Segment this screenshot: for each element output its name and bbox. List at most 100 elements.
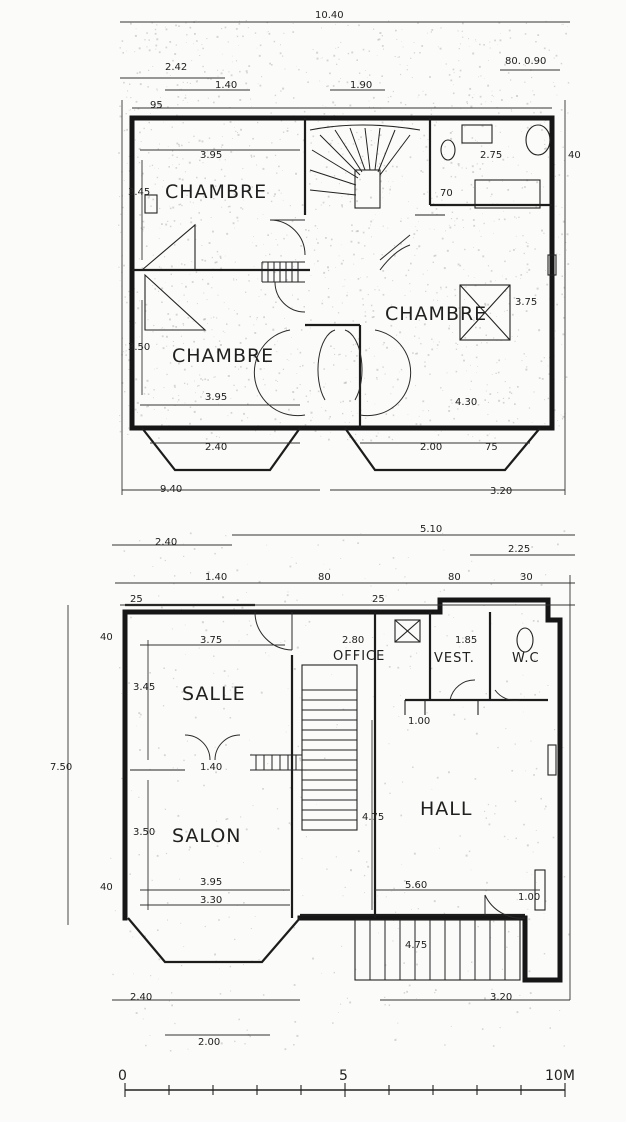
speckle-dot (364, 315, 367, 317)
speckle-dot (453, 713, 456, 716)
speckle-dot (134, 109, 136, 111)
speckle-dot (485, 390, 487, 392)
speckle-dot (369, 106, 370, 108)
speckle-dot (147, 196, 150, 199)
speckle-dot (125, 113, 127, 115)
speckle-dot (203, 292, 205, 294)
speckle-dot (305, 229, 307, 231)
speckle-dot (471, 961, 473, 963)
speckle-dot (262, 378, 264, 380)
speckle-dot (450, 137, 453, 140)
dim-upper-d4: 80. 0.90 (505, 56, 546, 67)
speckle-dot (289, 565, 292, 568)
speckle-dot (377, 286, 379, 287)
speckle-dot (347, 52, 350, 55)
speckle-dot (418, 221, 419, 222)
speckle-dot (381, 35, 383, 37)
speckle-dot (168, 157, 170, 159)
speckle-dot (236, 313, 238, 315)
speckle-dot (299, 757, 301, 760)
speckle-dot (536, 287, 539, 290)
speckle-dot (453, 417, 455, 420)
speckle-dot (395, 911, 397, 913)
speckle-dot (378, 38, 381, 41)
speckle-dot (124, 352, 126, 354)
speckle-dot (528, 970, 531, 973)
speckle-dot (207, 571, 210, 574)
speckle-dot (167, 313, 170, 315)
speckle-dot (422, 151, 424, 152)
speckle-dot (475, 41, 477, 42)
speckle-dot (358, 80, 360, 82)
speckle-dot (118, 224, 120, 226)
speckle-dot (273, 195, 275, 197)
speckle-dot (181, 178, 184, 181)
speckle-dot (246, 1029, 248, 1031)
speckle-dot (541, 129, 543, 131)
speckle-dot (151, 22, 153, 24)
speckle-dot (471, 560, 473, 562)
speckle-dot (257, 121, 259, 124)
room-label-chambre-right: CHAMBRE (385, 303, 487, 325)
speckle-dot (377, 165, 379, 167)
speckle-dot (134, 322, 137, 324)
speckle-dot (158, 266, 161, 268)
speckle-dot (173, 583, 175, 585)
speckle-dot (559, 1010, 561, 1011)
speckle-dot (461, 167, 463, 169)
speckle-dot (233, 384, 235, 386)
speckle-dot (213, 101, 215, 104)
speckle-dot (124, 296, 126, 298)
speckle-dot (355, 439, 357, 441)
speckle-dot (210, 217, 212, 218)
scale-bar: 0 5 10M (118, 1068, 575, 1097)
speckle-dot (508, 397, 510, 400)
speckle-dot (331, 674, 333, 676)
speckle-dot (236, 599, 239, 601)
speckle-dot (411, 77, 413, 78)
speckle-dot (353, 263, 355, 265)
speckle-dot (145, 245, 148, 247)
speckle-dot (215, 261, 218, 264)
speckle-dot (148, 152, 150, 154)
speckle-dot (492, 920, 495, 923)
speckle-dot (336, 724, 338, 726)
speckle-dot (452, 68, 455, 71)
speckle-dot (119, 105, 121, 107)
speckle-dot (149, 165, 151, 167)
speckle-dot (562, 220, 565, 223)
speckle-dot (250, 928, 252, 930)
speckle-dot (181, 609, 182, 610)
speckle-dot (493, 220, 495, 222)
speckle-dot (357, 542, 359, 544)
speckle-dot (282, 368, 285, 370)
speckle-dot (534, 294, 537, 297)
speckle-dot (565, 32, 567, 35)
speckle-dot (401, 175, 403, 177)
speckle-dot (477, 404, 480, 406)
speckle-dot (445, 230, 446, 232)
speckle-dot (457, 408, 459, 410)
speckle-dot (152, 66, 154, 67)
speckle-dot (514, 403, 516, 405)
speckle-dot (243, 902, 245, 904)
speckle-dot (323, 271, 326, 274)
speckle-dot (249, 352, 251, 354)
speckle-dot (182, 122, 184, 124)
speckle-dot (362, 257, 364, 259)
speckle-dot (297, 348, 299, 350)
speckle-dot (355, 968, 357, 971)
speckle-dot (368, 347, 370, 349)
dim-ground-d18: 3.30 (200, 895, 222, 906)
speckle-dot (492, 1045, 495, 1047)
speckle-dot (127, 90, 129, 92)
speckle-dot (258, 959, 260, 961)
speckle-dot (417, 315, 419, 317)
speckle-dot (241, 606, 244, 609)
speckle-dot (114, 910, 116, 912)
speckle-dot (462, 706, 464, 708)
speckle-dot (200, 378, 202, 380)
speckle-dot (314, 174, 316, 176)
speckle-dot (431, 789, 433, 790)
speckle-dot (532, 620, 535, 622)
